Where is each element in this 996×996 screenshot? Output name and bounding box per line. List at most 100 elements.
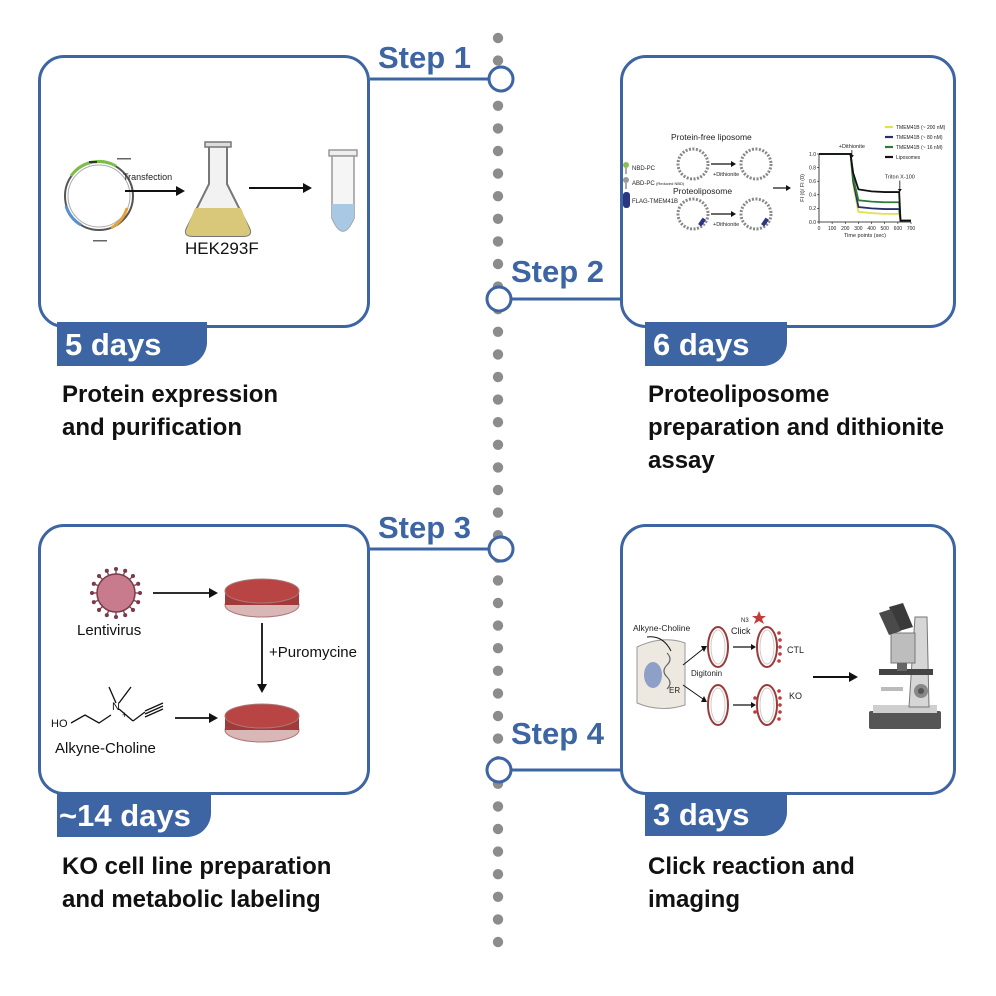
timeline-dot (492, 394, 504, 405)
y-axis-label: FI (t)/ FI (0) (800, 174, 806, 202)
timeline-dot (492, 32, 504, 44)
timeline-dot (492, 643, 504, 654)
timeline-dot (492, 869, 504, 880)
legend-abd-label: ABD-PC (632, 181, 655, 187)
x-tick-label: 600 (894, 226, 903, 232)
y-tick-label: 0.6 (809, 179, 816, 185)
y-tick-label: 0.8 (809, 165, 816, 171)
alkyne-choline-label: Alkyne-Choline (55, 740, 156, 757)
ko-cell-line-illustration: Lentivirus +Puromycine HO N + Alkyne-Cho… (51, 566, 357, 757)
step-2-description: Proteoliposome preparation and dithionit… (648, 381, 945, 474)
legend-nbd-label: NBD-PC (632, 166, 656, 172)
proteoliposome-title: Proteoliposome (673, 186, 732, 196)
click-imaging-illustration: Alkyne-Choline ER Digitonin Click N3 (633, 603, 941, 729)
n-label: N (112, 701, 120, 713)
step-4-description: Click reaction and imaging (648, 853, 855, 913)
step-4-days-badge: 3 days (645, 792, 787, 836)
culture-dish-2 (224, 703, 300, 743)
timeline-dot (492, 462, 504, 473)
x-tick-label: 0 (818, 226, 821, 232)
step-3-label: Step 3 (378, 510, 472, 545)
timeline-dot (492, 597, 504, 609)
step-1-description: Protein expression and purification (62, 381, 279, 441)
nbd-pc-icon (623, 162, 629, 168)
timeline-dot (492, 145, 504, 157)
liposome-row-1 (676, 147, 773, 181)
step-1-days-badge: 5 days (57, 322, 207, 366)
timeline-dot (492, 258, 504, 270)
series-line (819, 153, 911, 222)
timeline-dot (492, 846, 504, 857)
timeline-dot (492, 507, 504, 518)
timeline-dot (492, 891, 504, 902)
purification-arrow (249, 183, 312, 193)
x-tick-label: 200 (841, 226, 850, 232)
legend-label: TMEM41B (~ 80 nM) (896, 135, 943, 141)
click-label: Click (731, 626, 751, 636)
step-2-node (485, 285, 630, 313)
abd-pc-icon (623, 177, 629, 183)
timeline-dot (492, 665, 504, 676)
y-tick-label: 1.0 (809, 152, 816, 158)
series-line (819, 153, 911, 222)
timeline-dot (492, 213, 504, 224)
timeline-dot (492, 191, 504, 202)
ctl-label: CTL (787, 645, 804, 655)
protein-expression-illustration: Transfection HEK293F (64, 141, 358, 258)
series-line (819, 153, 911, 222)
cell-icon (636, 636, 686, 709)
transfection-arrow (125, 186, 185, 196)
ho-label: HO (51, 718, 68, 730)
series-line (819, 153, 911, 222)
lentivirus-icon (89, 566, 143, 620)
timeline-dot (492, 349, 504, 360)
y-tick-label: 0.4 (809, 193, 816, 199)
fluor-star-icon (752, 611, 766, 624)
timeline-dot (492, 733, 504, 744)
er-label: ER (669, 686, 680, 695)
step-3-days-badge: ~14 days (57, 793, 211, 837)
y-tick-label: 0.2 (809, 206, 816, 212)
legend-label: TMEM41B (~ 200 nM) (896, 125, 946, 131)
timeline-dot (492, 688, 504, 699)
timeline-dot (492, 123, 504, 134)
step-2-days-badge: 6 days (645, 322, 787, 366)
timeline-dot (492, 100, 504, 112)
timeline-dot (492, 326, 504, 337)
step-3-panel: Lentivirus +Puromycine HO N + Alkyne-Cho… (38, 524, 370, 795)
step-2-panel: NBD-PC ABD-PC (Reduced NBD) FLAG-TMEM41B… (620, 55, 956, 328)
dithionite-label-1: +Dithionite (713, 172, 739, 178)
timeline-dot (492, 936, 504, 948)
y-tick-label: 0.0 (809, 220, 816, 226)
tube-icon (328, 149, 358, 232)
dithionite-label-2: +Dithionite (713, 222, 739, 228)
step-3-description: KO cell line preparation and metabolic l… (62, 853, 332, 913)
timeline-dot (492, 710, 504, 722)
step-3-node (370, 535, 515, 563)
vesicle-ko-left (707, 684, 729, 726)
flag-tmem41b-icon (623, 192, 630, 208)
legend-label: Liposomes (896, 155, 921, 161)
culture-dish-1 (224, 578, 300, 618)
n3-label: N3 (741, 618, 749, 624)
timeline-dot (492, 371, 504, 383)
alkyne-choline-label-4: Alkyne-Choline (633, 623, 690, 633)
step-4-node (485, 756, 630, 784)
timeline-dot (492, 55, 504, 66)
timeline-dot (492, 484, 504, 496)
step-1-node (370, 65, 515, 93)
legend-label: TMEM41B (~ 16 nM) (896, 145, 943, 151)
digitonin-label: Digitonin (691, 669, 722, 678)
cell-line-label: HEK293F (185, 239, 259, 258)
timeline-dot (492, 801, 504, 812)
vesicle-ko-right (753, 684, 782, 726)
puromycine-label: +Puromycine (269, 644, 357, 661)
timeline-dot (492, 914, 504, 925)
timeline-dot (492, 417, 504, 428)
timeline-dot (492, 620, 504, 631)
lentivirus-label: Lentivirus (77, 622, 141, 639)
protein-free-title: Protein-free liposome (671, 132, 752, 142)
liposome-row-2 (676, 197, 773, 231)
vesicle-ctl-left (707, 626, 729, 668)
